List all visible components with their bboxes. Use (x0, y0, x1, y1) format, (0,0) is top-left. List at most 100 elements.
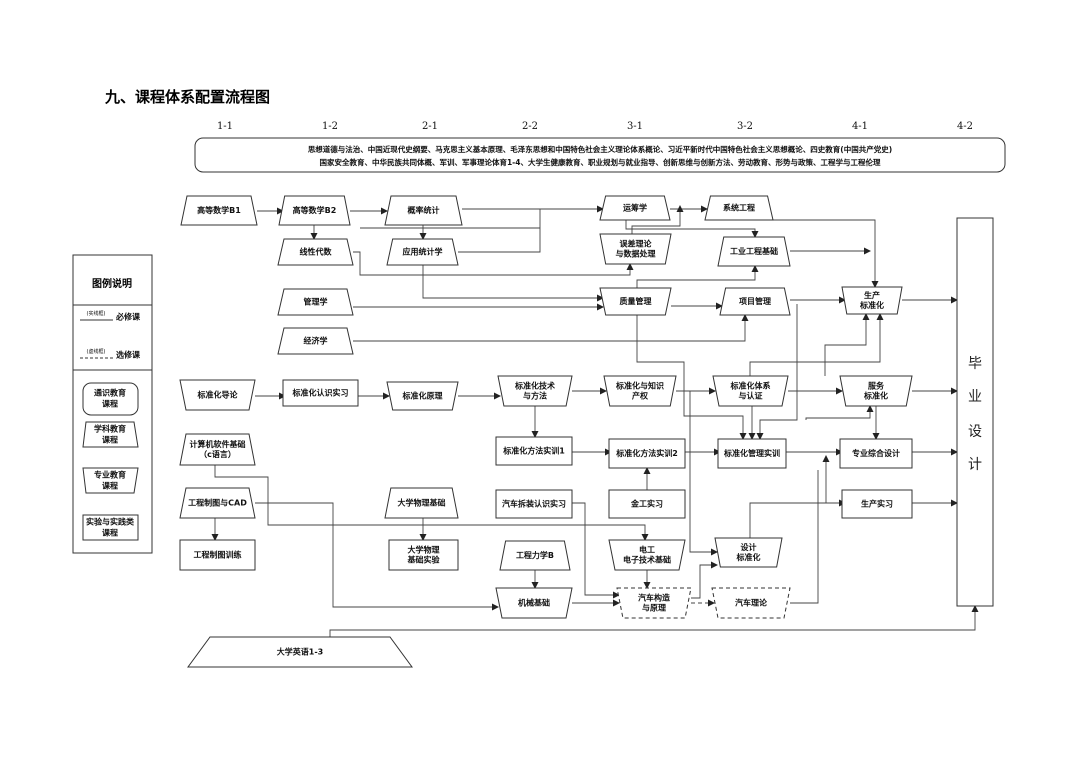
course-shape (179, 539, 256, 571)
course-node-yytj[interactable]: 应用统计学 (386, 238, 459, 266)
course-shape (599, 287, 672, 316)
course-shape (719, 287, 791, 316)
course-shape (704, 195, 774, 221)
course-node-bzhrs[interactable]: 标准化认识实习 (282, 379, 359, 407)
course-shape (388, 539, 459, 571)
course-node-qccz[interactable]: 汽车拆装认识实习 (495, 489, 573, 519)
legend-general-label: 通识教育 (94, 388, 126, 398)
course-label: 产权 (632, 391, 649, 401)
course-node-xxds[interactable]: 线性代数 (277, 238, 354, 266)
connector-arrow (636, 265, 759, 288)
course-node-scsx[interactable]: 生产实习 (841, 489, 913, 519)
course-shape (839, 438, 913, 469)
connector-arrow (458, 209, 541, 253)
course-node-cad[interactable]: 工程制图与CAD (179, 487, 256, 519)
course-label: 与数据处理 (616, 249, 656, 259)
legend-discipline-label: 学科教育 (94, 424, 126, 434)
course-node-jgsx[interactable]: 金工实习 (608, 489, 686, 519)
connector-arrow (631, 205, 684, 234)
course-label: 大学英语1-3 (277, 647, 323, 657)
course-label: 汽车理论 (735, 598, 768, 608)
course-label: 标准化体系 (730, 381, 771, 391)
course-shape (603, 375, 677, 407)
course-shape (277, 288, 354, 316)
connector-arrow (689, 391, 718, 556)
course-label: 生产实习 (861, 499, 893, 509)
course-node-bzhdl[interactable]: 标准化导论 (179, 379, 256, 411)
semester-label: 3-1 (627, 121, 643, 132)
legend-major-label2: 课程 (102, 481, 118, 491)
course-label: 与认证 (739, 391, 763, 401)
course-label: 经济学 (304, 336, 328, 346)
course-node-jjx[interactable]: 经济学 (277, 327, 354, 355)
graduation-char: 设 (968, 424, 982, 440)
course-node-glsx[interactable]: 标准化管理实训 (717, 438, 787, 469)
course-node-glx[interactable]: 管理学 (277, 288, 354, 316)
course-label: 基础实验 (407, 555, 441, 565)
course-shape (717, 438, 787, 469)
course-node-jxjc[interactable]: 机械基础 (495, 587, 573, 619)
course-label: 项目管理 (739, 296, 771, 306)
course-node-gdsx1[interactable]: 高等数学B1 (180, 195, 258, 226)
semester-label: 1-2 (322, 121, 338, 132)
course-shape (717, 236, 791, 267)
course-label: 与方法 (523, 391, 547, 401)
course-node-sx2[interactable]: 标准化方法实训2 (608, 438, 686, 469)
course-shape (386, 381, 459, 411)
course-node-gygc[interactable]: 工业工程基础 (717, 236, 791, 267)
course-node-yy[interactable]: 大学英语1-3 (187, 636, 413, 668)
legend-practice-label: 实验与实践类 (86, 517, 134, 527)
course-shape (599, 233, 672, 265)
edges (211, 205, 979, 637)
course-node-zyzh[interactable]: 专业综合设计 (839, 438, 913, 469)
graduation-design-box (956, 217, 994, 607)
course-shape (608, 489, 686, 519)
course-shape (841, 286, 903, 315)
course-label: 质量管理 (620, 296, 652, 306)
course-label: 服务 (868, 381, 885, 391)
course-label: 大学物理基础 (398, 498, 446, 508)
course-node-zlgl[interactable]: 质量管理 (599, 287, 672, 316)
course-node-xmgl[interactable]: 项目管理 (719, 287, 791, 316)
course-shape (277, 327, 354, 355)
course-label: 误差理论 (620, 239, 653, 249)
connector-arrow (422, 265, 604, 302)
course-node-bzhyl[interactable]: 标准化原理 (386, 381, 459, 411)
course-node-xtgc[interactable]: 系统工程 (704, 195, 774, 221)
course-node-sx1[interactable]: 标准化方法实训1 (495, 436, 573, 466)
connector-arrow (749, 313, 884, 376)
course-node-gltj[interactable]: 概率统计 (384, 195, 463, 226)
course-shape (616, 587, 692, 619)
connector-arrow (353, 251, 634, 276)
legend: 图例说明 (实线框) 必修课 (虚线框) 选修课 通识教育 课程 学科教育 课程… (72, 254, 153, 554)
page-title: 九、课程体系配置流程图 (104, 88, 270, 106)
course-node-qcll[interactable]: 汽车理论 (711, 587, 791, 619)
course-node-zt[interactable]: 工程制图训练 (179, 539, 256, 571)
course-node-ycx[interactable]: 运筹学 (599, 195, 671, 221)
course-label: 工程制图训练 (194, 550, 242, 560)
course-label: 标准化方法实训2 (615, 448, 678, 458)
graduation-char: 业 (968, 389, 982, 405)
course-node-gdsx2[interactable]: 高等数学B2 (278, 195, 351, 226)
connector-arrow (214, 465, 649, 541)
course-node-gclx[interactable]: 工程力学B (499, 540, 571, 571)
legend-solid-note: (实线框) (87, 310, 106, 317)
course-shape (497, 375, 573, 407)
course-node-jsj[interactable]: 计算机软件基础（c语言） (179, 433, 256, 466)
legend-elective: 选修课 (116, 350, 141, 360)
course-label: 电子技术基础 (623, 555, 671, 565)
course-label: 标准化与知识 (615, 381, 664, 391)
connector-arrow (572, 502, 620, 599)
course-node-dxwl[interactable]: 大学物理基础 (384, 487, 459, 519)
graduation-char: 计 (968, 457, 982, 473)
